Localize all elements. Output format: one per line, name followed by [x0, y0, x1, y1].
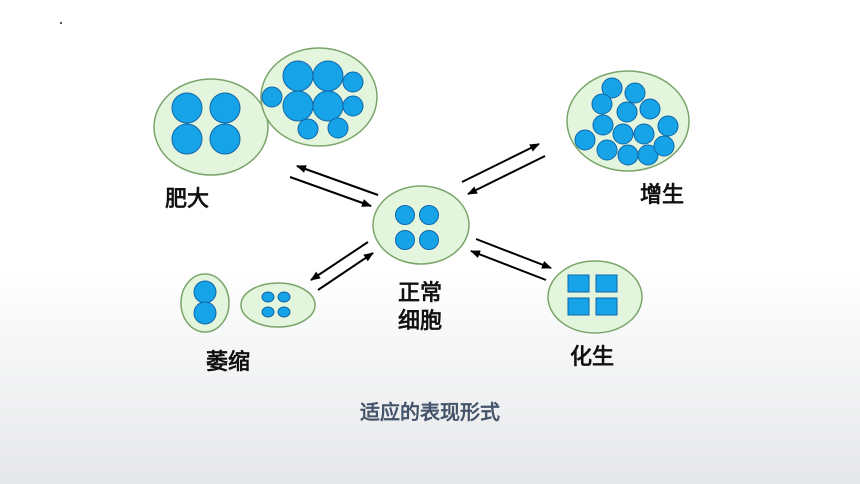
arrow-from-atrophy: [317, 252, 374, 291]
hyperplasia-cells: [566, 70, 690, 172]
label-hypertrophy: 肥大: [165, 187, 210, 212]
arrow-to-hypertrophy: [296, 165, 379, 196]
arrow-to-metaplasia: [475, 238, 552, 269]
diagram-caption: 适应的表现形式: [360, 400, 500, 424]
corner-dot: [60, 22, 62, 24]
arrow-from-metaplasia: [470, 250, 547, 281]
label-atrophy: 萎缩: [206, 350, 251, 375]
arrows: [289, 143, 552, 291]
atrophy-cells: [180, 273, 316, 333]
hypertrophy-cells: [153, 47, 378, 176]
label-normal-cell: 正常 细胞: [398, 280, 442, 335]
arrow-from-hyperplasia: [467, 155, 546, 195]
arrow-from-hypertrophy: [289, 176, 372, 207]
label-normal-line1: 正常: [398, 281, 443, 306]
normal-cell: [372, 185, 470, 265]
label-metaplasia: 化生: [570, 345, 615, 370]
arrow-to-hyperplasia: [461, 143, 540, 183]
label-normal-line2: 细胞: [398, 308, 443, 334]
label-hyperplasia: 增生: [640, 183, 685, 208]
arrow-to-atrophy: [310, 241, 369, 281]
metaplasia-cell: [547, 260, 643, 334]
